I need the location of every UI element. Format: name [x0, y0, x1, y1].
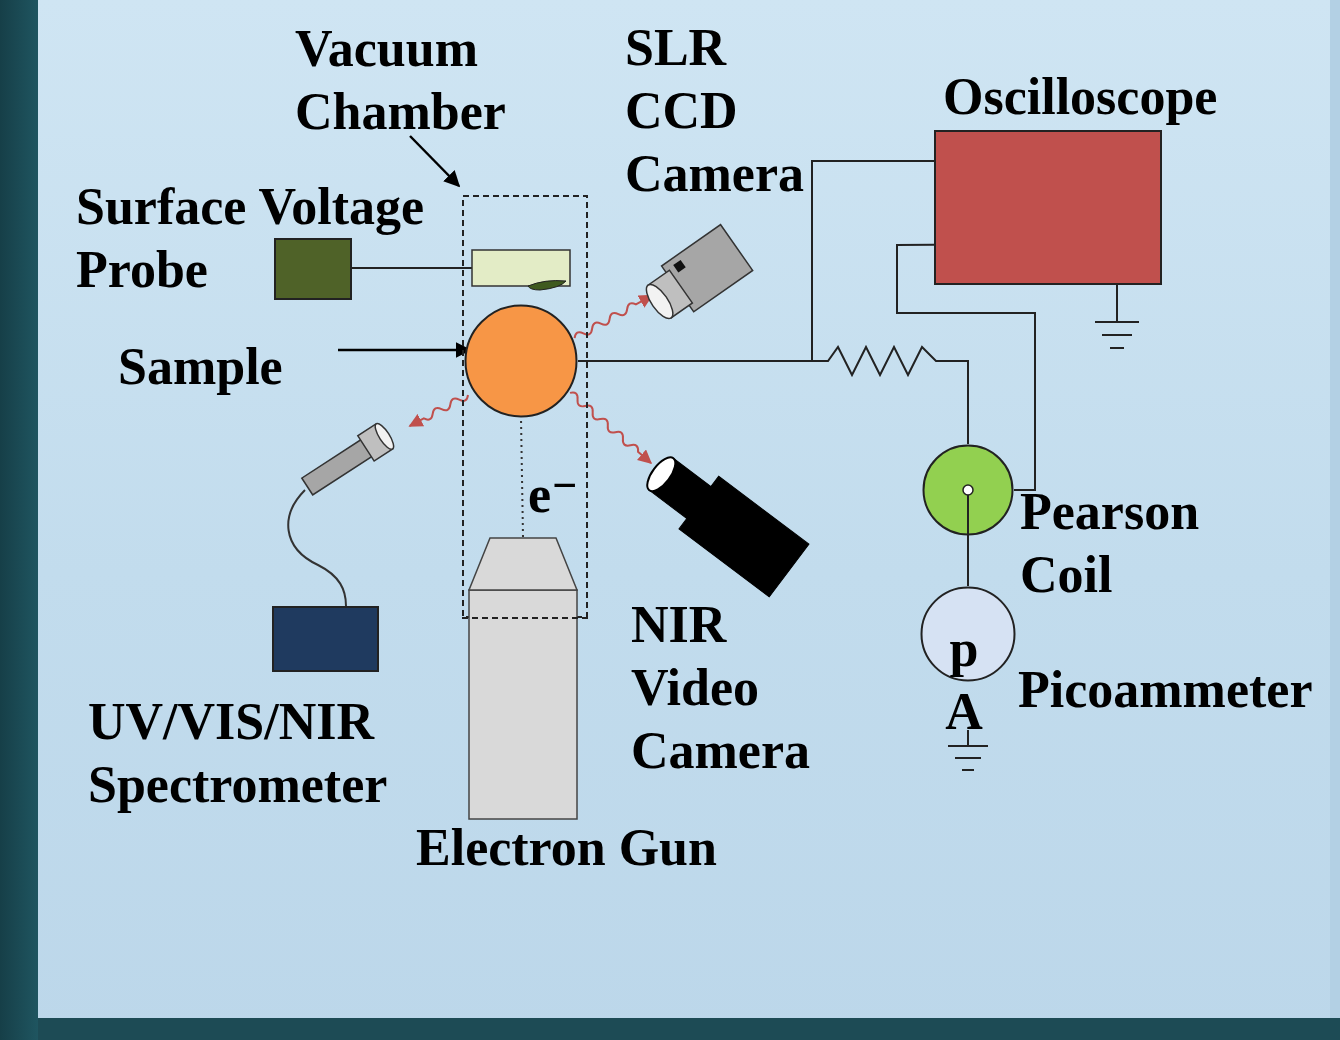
side-band: [0, 0, 38, 1040]
node-label: UV/VIS/NIR Spectrometer: [88, 690, 408, 816]
nir-camera: NIR Video Camera: [632, 445, 822, 595]
spectrometer-box: UV/VIS/NIR Spectrometer: [272, 606, 379, 672]
pearson-coil-shape: [922, 444, 1014, 536]
radiation-arrow: [573, 292, 654, 341]
node-label: Pearson Coil: [1020, 480, 1220, 606]
fiber-cable: [288, 490, 346, 606]
slr-camera-shape: [640, 215, 760, 330]
radiation-arrow: [568, 390, 654, 465]
node-label: Picoammeter: [1018, 658, 1312, 721]
bottom-band: [38, 1018, 1340, 1040]
wire: [521, 418, 523, 537]
node-label: Sample: [118, 335, 318, 398]
ground-symbol: [1095, 285, 1139, 348]
sample-circle: Sample: [464, 304, 578, 418]
edge-band: [1330, 0, 1340, 1018]
radiation-arrow: [408, 392, 470, 429]
probe-box-shape: [274, 238, 352, 300]
spectrometer-box-shape: [272, 606, 379, 672]
oscilloscope-box: Oscilloscope: [934, 130, 1162, 285]
node-label: p A: [944, 617, 984, 743]
oscilloscope-box-shape: [934, 130, 1162, 285]
picoammeter: p APicoammeter: [920, 586, 1016, 682]
leader-arrow: [338, 349, 470, 352]
beam-label: e⁻: [528, 463, 579, 526]
electron-gun-shape: [468, 537, 578, 820]
probe-wire: [352, 267, 472, 269]
fiber-probe: [299, 421, 397, 499]
probe-box: Surface Voltage Probe: [274, 238, 352, 300]
electron-gun: Electron Gun: [468, 537, 578, 820]
node-label: Vacuum Chamber: [295, 17, 525, 143]
nir-camera-shape: [632, 445, 822, 595]
chamber-wall: [462, 617, 588, 619]
slr-camera: SLR CCD Camera: [640, 215, 760, 330]
sample-circle-shape: [464, 304, 578, 418]
wire: [967, 536, 969, 586]
pearson-coil: Pearson Coil: [922, 444, 1014, 536]
wire: [578, 347, 968, 444]
node-label: Electron Gun: [416, 816, 717, 879]
node-label: SLR CCD Camera: [625, 16, 815, 205]
node-label: NIR Video Camera: [631, 593, 821, 782]
probe-tip: [528, 281, 566, 290]
node-label: Surface Voltage Probe: [76, 175, 451, 301]
node-label: Oscilloscope: [943, 65, 1217, 128]
